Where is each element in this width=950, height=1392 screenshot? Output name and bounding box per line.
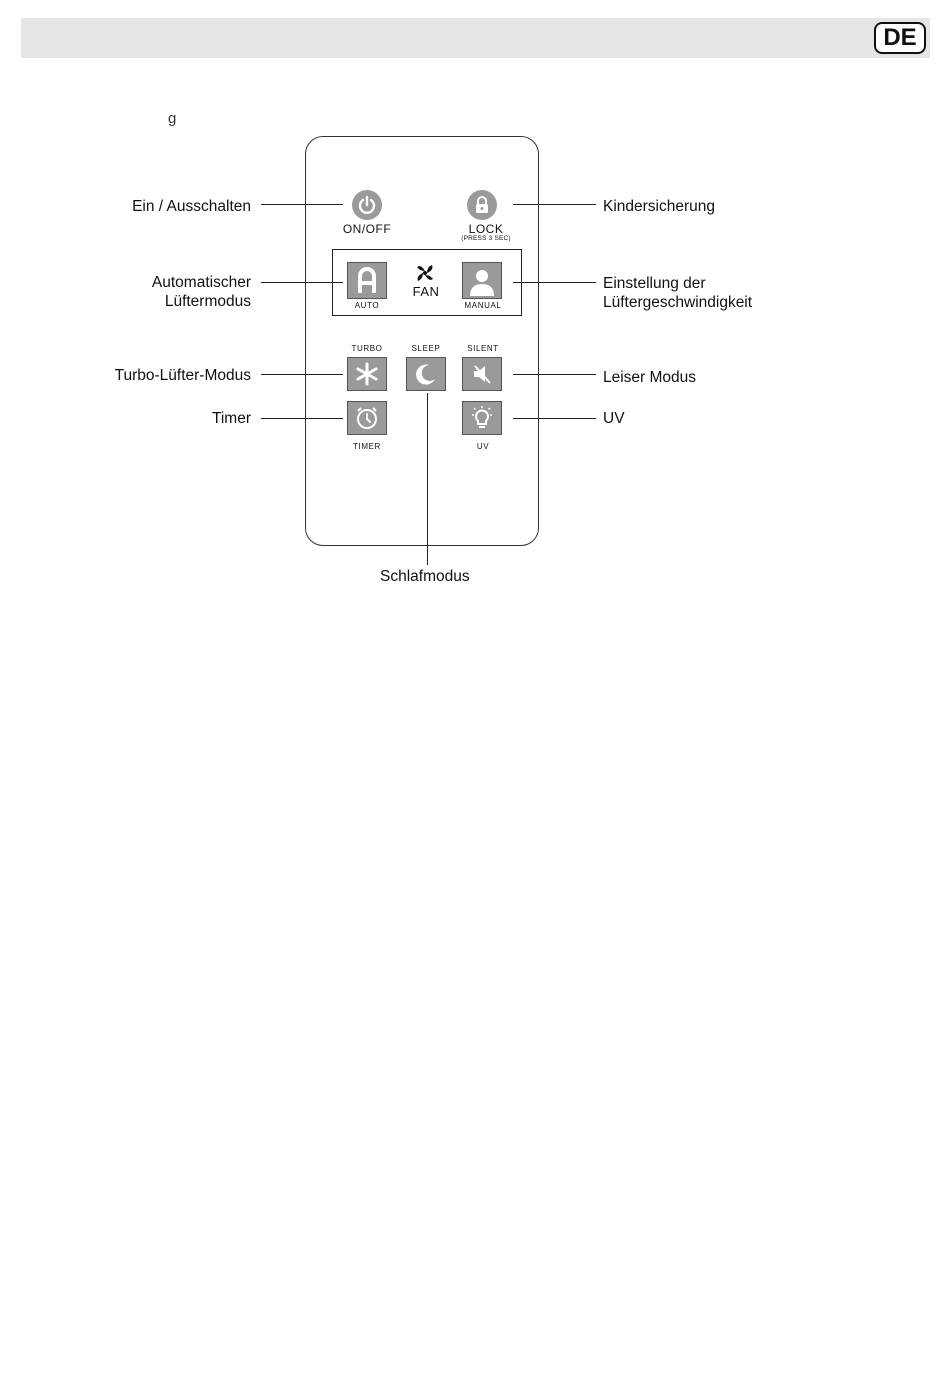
on-off-label: ON/OFF: [337, 222, 397, 236]
callout-sleep: Schlafmodus: [380, 567, 470, 586]
callout-silent: Leiser Modus: [603, 368, 696, 387]
moon-icon: z z: [413, 361, 439, 387]
callout-child-lock: Kindersicherung: [603, 197, 715, 216]
leader-line-lock: [513, 204, 596, 205]
callout-turbo: Turbo-Lüfter-Modus: [115, 366, 251, 385]
bulb-icon: [469, 405, 495, 431]
callout-uv: UV: [603, 409, 625, 428]
callout-timer: Timer: [212, 409, 251, 428]
mute-icon: [469, 361, 495, 387]
timer-label: TIMER: [344, 442, 390, 451]
uv-button[interactable]: [462, 401, 502, 435]
lock-label: LOCK: [456, 222, 516, 236]
callout-fan-speed-line1: Einstellung der: [603, 274, 706, 293]
silent-label: SILENT: [460, 344, 506, 353]
silent-button[interactable]: [462, 357, 502, 391]
remote-control-outline: [305, 136, 539, 546]
callout-auto-fan-line1: Automatischer: [152, 273, 251, 292]
sleep-button[interactable]: z z: [406, 357, 446, 391]
lock-icon: [467, 190, 497, 220]
fan-label: FAN: [406, 284, 446, 299]
leader-line-timer: [261, 418, 343, 419]
leader-line-manual: [513, 282, 596, 283]
callout-auto-fan-line2: Lüftermodus: [165, 292, 251, 311]
manual-fan-button[interactable]: [462, 262, 502, 299]
timer-button[interactable]: [347, 401, 387, 435]
header-bar: [21, 18, 930, 58]
snowflake-icon: [354, 361, 380, 387]
manual-label: MANUAL: [457, 301, 509, 310]
leader-line-silent: [513, 374, 596, 375]
svg-text:z z: z z: [425, 372, 433, 379]
leader-line-auto: [261, 282, 343, 283]
clock-icon: [354, 405, 380, 431]
uv-label: UV: [460, 442, 506, 451]
language-badge: DE: [874, 22, 926, 54]
leader-line-turbo: [261, 374, 343, 375]
callout-fan-speed-line2: Lüftergeschwindigkeit: [603, 293, 752, 312]
auto-fan-button[interactable]: [347, 262, 387, 299]
auto-label: AUTO: [347, 301, 387, 310]
leader-line-power: [261, 204, 343, 205]
letter-a-icon: [355, 267, 379, 295]
turbo-button[interactable]: [347, 357, 387, 391]
lock-hint: (PRESS 3 SEC): [450, 235, 522, 242]
leader-line-uv: [513, 418, 596, 419]
turbo-label: TURBO: [344, 344, 390, 353]
power-icon: [352, 190, 382, 220]
stray-text: g: [168, 110, 176, 127]
sleep-label: SLEEP: [403, 344, 449, 353]
callout-power: Ein / Ausschalten: [132, 197, 251, 216]
person-icon: [467, 266, 497, 296]
leader-line-sleep: [427, 393, 428, 565]
